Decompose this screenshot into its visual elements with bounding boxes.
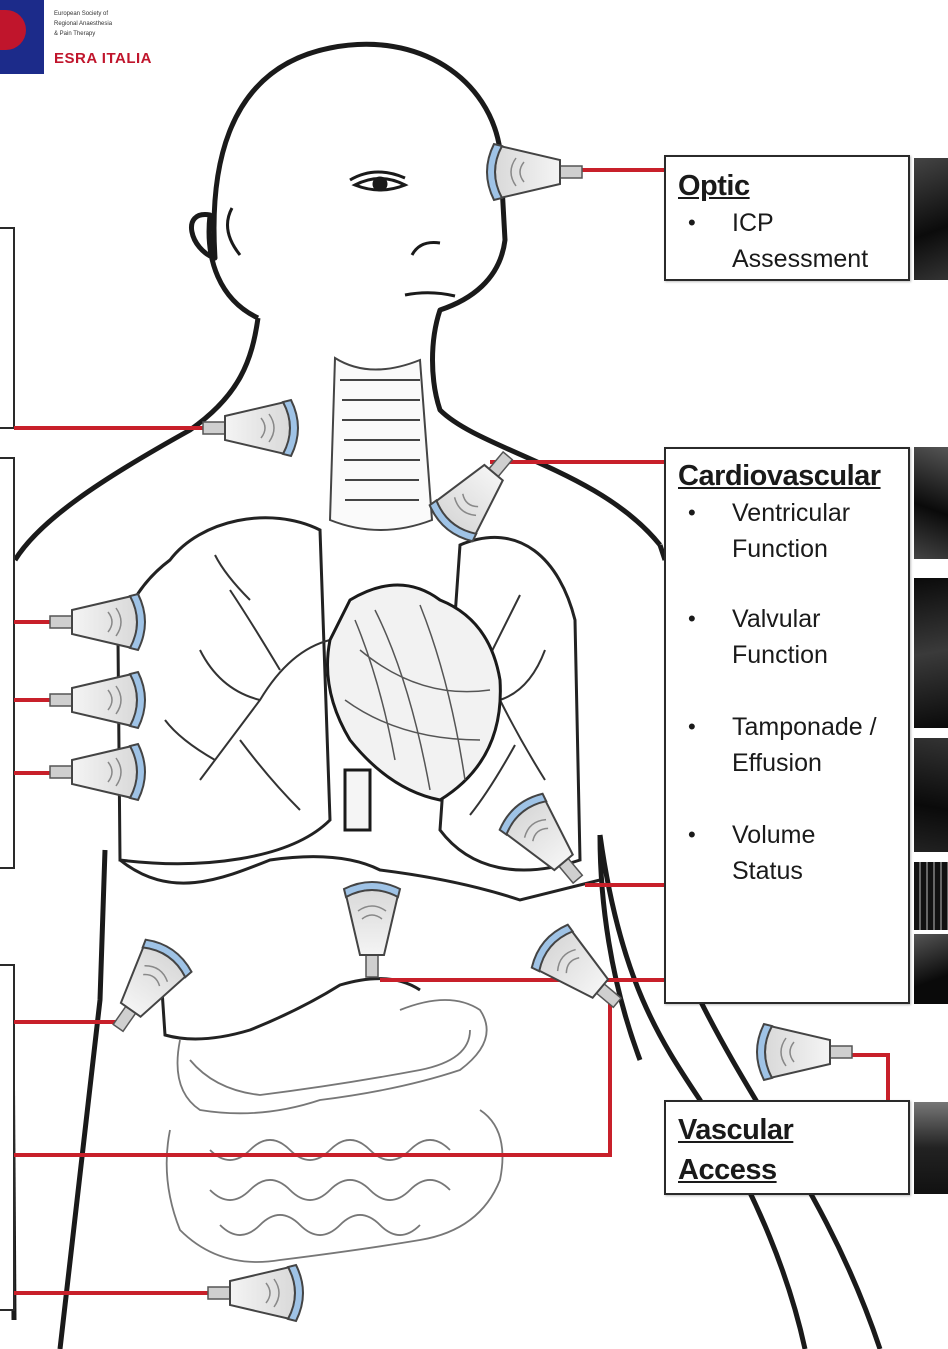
logo-brand: ESRA ITALIA xyxy=(54,50,152,67)
left-boxes xyxy=(0,228,14,1310)
cardio-image-doppler xyxy=(914,862,948,930)
face xyxy=(228,172,456,296)
optic-title: Optic xyxy=(678,169,908,203)
esra-logo: European Society of Regional Anaesthesia… xyxy=(0,0,170,78)
intestines xyxy=(167,1000,503,1262)
cardiovascular-label-box: Cardiovascular Ventricular Function Valv… xyxy=(664,447,910,1004)
logo-line-3: & Pain Therapy xyxy=(54,30,95,38)
cardio-item-volume: Volume Status xyxy=(678,817,882,889)
optic-item-icp: ICP Assessment xyxy=(678,205,882,277)
cardio-item-ventricular: Ventricular Function xyxy=(678,495,882,567)
cardio-image-volume xyxy=(914,934,948,1004)
vascular-title: Vascular Access xyxy=(678,1110,808,1190)
trachea xyxy=(330,358,432,530)
logo-line-1: European Society of xyxy=(54,10,108,18)
heart xyxy=(328,585,501,830)
optic-label-box: Optic ICP Assessment xyxy=(664,155,910,281)
logo-flag xyxy=(0,0,44,74)
vascular-label-box: Vascular Access xyxy=(664,1100,910,1195)
cardio-image-valvular xyxy=(914,578,948,728)
vascular-ultrasound-image xyxy=(914,1102,948,1194)
logo-line-2: Regional Anaesthesia xyxy=(54,20,112,28)
optic-ultrasound-image xyxy=(914,158,948,280)
cardio-image-tamponade xyxy=(914,738,948,852)
cardio-item-valvular: Valvular Function xyxy=(678,601,882,673)
cardiovascular-title: Cardiovascular xyxy=(678,459,908,493)
cardio-image-ventricular xyxy=(914,447,948,559)
cardio-item-tamponade: Tamponade / Effusion xyxy=(678,709,902,781)
